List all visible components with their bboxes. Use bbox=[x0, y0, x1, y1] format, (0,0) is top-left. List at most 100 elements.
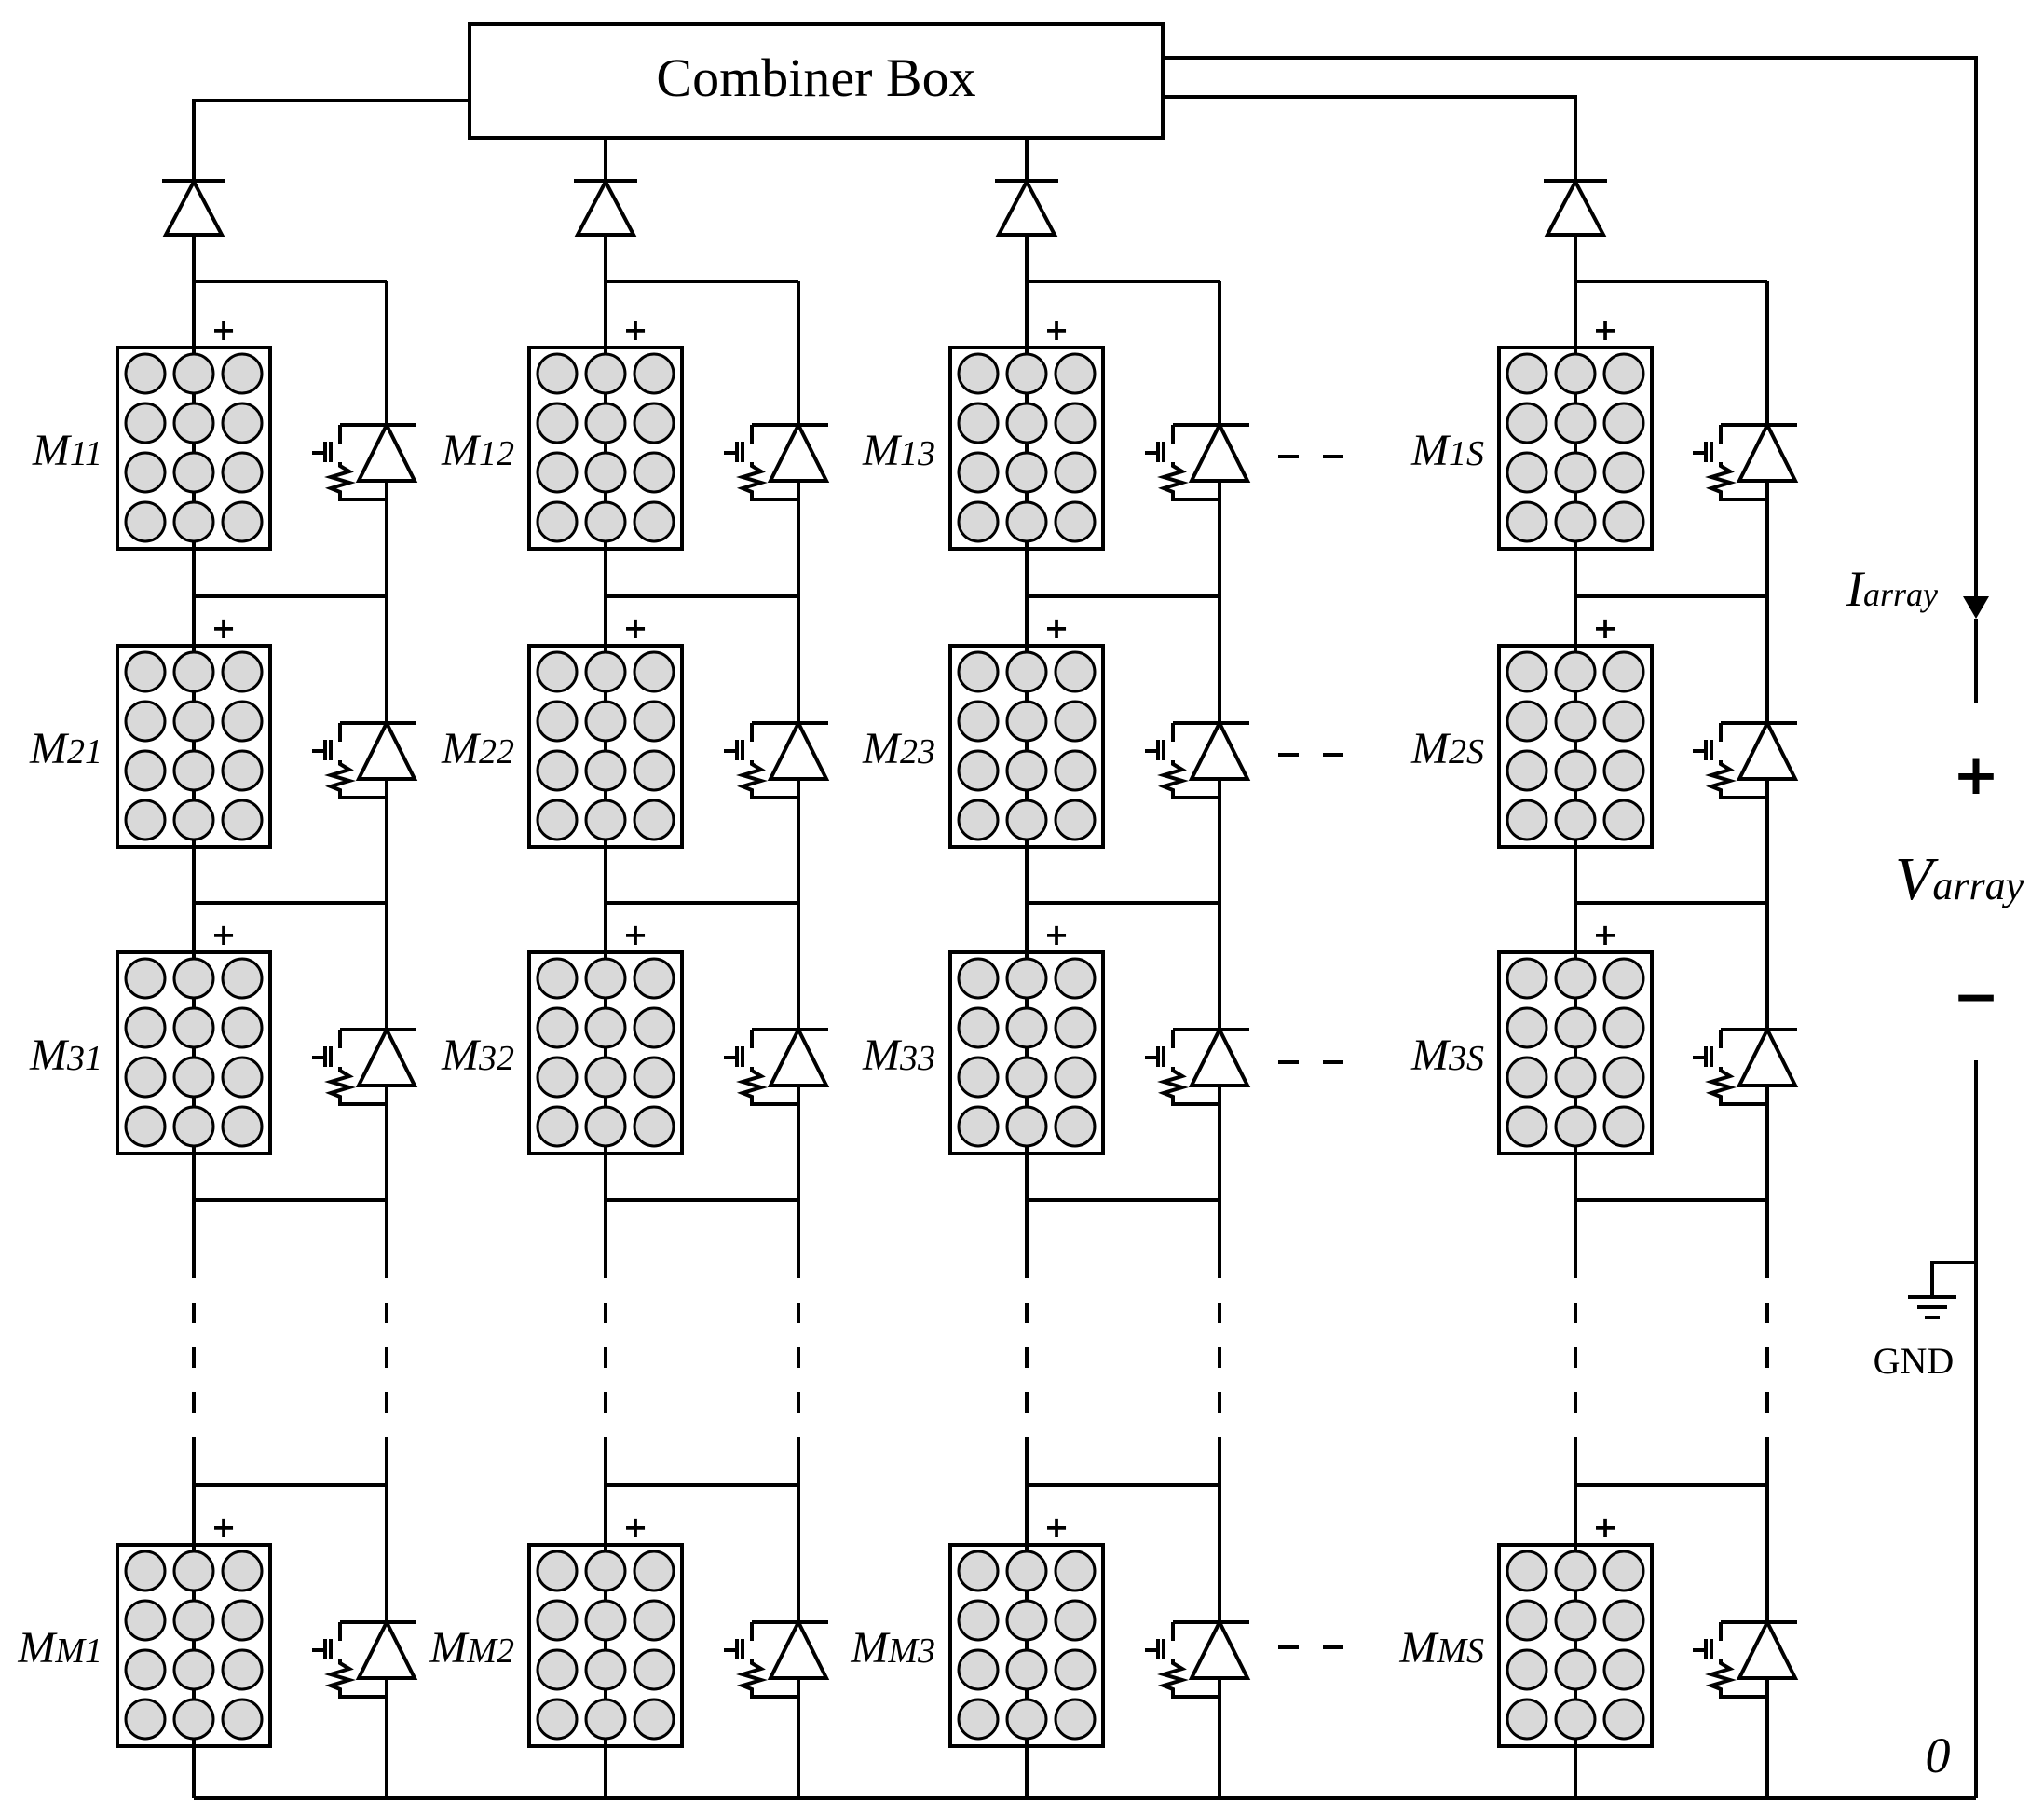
module-label-sub: 13 bbox=[900, 434, 935, 473]
module-label-main: M bbox=[29, 724, 70, 773]
mosfet-bypass-icon bbox=[722, 1028, 830, 1106]
polarity-mark: + bbox=[1044, 610, 1070, 646]
mosfet-bypass-icon bbox=[1691, 423, 1799, 501]
module-label: M11 bbox=[32, 426, 102, 475]
polarity-mark: + bbox=[211, 1509, 237, 1545]
pv-module-icon bbox=[116, 346, 272, 551]
mosfet-bypass-icon bbox=[310, 1028, 418, 1106]
module-label-sub: M2 bbox=[466, 1632, 514, 1671]
polarity-mark: + bbox=[211, 312, 237, 348]
module-label-sub: 3S bbox=[1448, 1039, 1484, 1078]
polarity-mark: + bbox=[211, 610, 237, 646]
module-label: MMS bbox=[1398, 1623, 1484, 1673]
module-label-main: M bbox=[29, 1031, 70, 1080]
module-label: M13 bbox=[862, 426, 935, 475]
pv-module-icon bbox=[1497, 950, 1654, 1155]
current-arrow-icon bbox=[1963, 596, 1989, 619]
current-label-sub: array bbox=[1863, 576, 1938, 613]
pv-module-icon bbox=[948, 346, 1105, 551]
polarity-mark: + bbox=[623, 610, 648, 646]
module-label-sub: 32 bbox=[478, 1039, 514, 1078]
pv-module-icon bbox=[116, 644, 272, 849]
components bbox=[116, 22, 1989, 1748]
module-label: M32 bbox=[441, 1031, 514, 1080]
blocking-diode-body bbox=[1544, 177, 1607, 237]
module-label-main: M bbox=[1410, 426, 1451, 475]
pv-module-icon bbox=[527, 1543, 684, 1748]
module-label-main: M bbox=[850, 1623, 891, 1673]
polarity-mark: + bbox=[623, 1509, 648, 1545]
pv-module-icon bbox=[948, 950, 1105, 1155]
module-label-sub: 21 bbox=[67, 732, 102, 771]
polarity-mark: + bbox=[623, 312, 648, 348]
mosfet-bypass-icon bbox=[310, 423, 418, 501]
pv-module-icon bbox=[527, 950, 684, 1155]
module-label-sub: 33 bbox=[899, 1039, 935, 1078]
combiner-box-label: Combiner Box bbox=[656, 48, 975, 108]
module-label: M23 bbox=[862, 724, 935, 773]
zero-node-label: 0 bbox=[1926, 1727, 1951, 1783]
mosfet-bypass-icon bbox=[1143, 423, 1251, 501]
mosfet-bypass-icon bbox=[722, 1620, 830, 1699]
module-label: MM2 bbox=[429, 1623, 514, 1673]
current-label-main: I bbox=[1846, 561, 1866, 617]
pv-module-icon bbox=[1497, 644, 1654, 849]
blocking-diode-body bbox=[162, 177, 225, 237]
polarity-mark: + bbox=[623, 917, 648, 952]
polarity-mark: + bbox=[1044, 312, 1070, 348]
module-label: MM1 bbox=[17, 1623, 102, 1673]
polarity-mark: + bbox=[211, 917, 237, 952]
voltage-label-main: V bbox=[1895, 845, 1939, 913]
polarity-mark: + bbox=[1593, 917, 1618, 952]
blocking-diode-icon bbox=[574, 177, 637, 237]
pv-module-icon bbox=[116, 950, 272, 1155]
module-label-main: M bbox=[1410, 1031, 1451, 1080]
pv-module-icon bbox=[527, 644, 684, 849]
pv-module-icon bbox=[1497, 1543, 1654, 1748]
module-label-sub: 1S bbox=[1449, 434, 1484, 473]
current-label: Iarray bbox=[1846, 561, 1938, 617]
pv-module-icon bbox=[1497, 346, 1654, 551]
polarity-mark: + bbox=[1044, 1509, 1070, 1545]
module-label: M1S bbox=[1410, 426, 1484, 475]
module-label: M22 bbox=[441, 724, 514, 773]
module-label: M21 bbox=[29, 724, 102, 773]
mosfet-bypass-icon bbox=[310, 1620, 418, 1699]
module-label-main: M bbox=[32, 426, 73, 475]
module-label-main: M bbox=[441, 1031, 482, 1080]
pv-module-icon bbox=[116, 1543, 272, 1748]
module-label-sub: 31 bbox=[66, 1039, 102, 1078]
module-label: M31 bbox=[29, 1031, 102, 1080]
module-label: MM3 bbox=[850, 1623, 935, 1673]
pv-module-icon bbox=[527, 346, 684, 551]
blocking-diode-icon bbox=[1544, 177, 1607, 237]
mosfet-bypass-icon bbox=[1691, 1028, 1799, 1106]
pv-module-icon bbox=[948, 1543, 1105, 1748]
module-label: M3S bbox=[1410, 1031, 1484, 1080]
module-label-main: M bbox=[429, 1623, 470, 1673]
module-label-sub: M3 bbox=[887, 1632, 935, 1671]
module-label-main: M bbox=[1410, 724, 1451, 773]
module-label-sub: MS bbox=[1436, 1632, 1484, 1671]
mosfet-bypass-icon bbox=[722, 423, 830, 501]
module-label: M12 bbox=[441, 426, 514, 475]
labels: Combiner Box+M11+M21+M31+MM1+M12+M22+M32… bbox=[17, 48, 2024, 1783]
module-label-main: M bbox=[862, 426, 903, 475]
ground-lead bbox=[1930, 1261, 1976, 1297]
mosfet-bypass-icon bbox=[1691, 1620, 1799, 1699]
voltage-plus: + bbox=[1953, 743, 1999, 808]
voltage-label-sub: array bbox=[1932, 863, 2024, 908]
module-label-sub: 12 bbox=[479, 434, 514, 473]
array-output-line bbox=[1163, 56, 1978, 596]
polarity-mark: + bbox=[1593, 610, 1618, 646]
wiring bbox=[192, 56, 1978, 1800]
combiner-box bbox=[468, 22, 1165, 140]
module-label-sub: 23 bbox=[900, 732, 935, 771]
module-label: M2S bbox=[1410, 724, 1484, 773]
mosfet-bypass-icon bbox=[1143, 1620, 1251, 1699]
mosfet-bypass-icon bbox=[1691, 721, 1799, 799]
polarity-mark: + bbox=[1044, 917, 1070, 952]
module-label-sub: M1 bbox=[54, 1632, 102, 1671]
voltage-minus: − bbox=[1953, 964, 1999, 1030]
